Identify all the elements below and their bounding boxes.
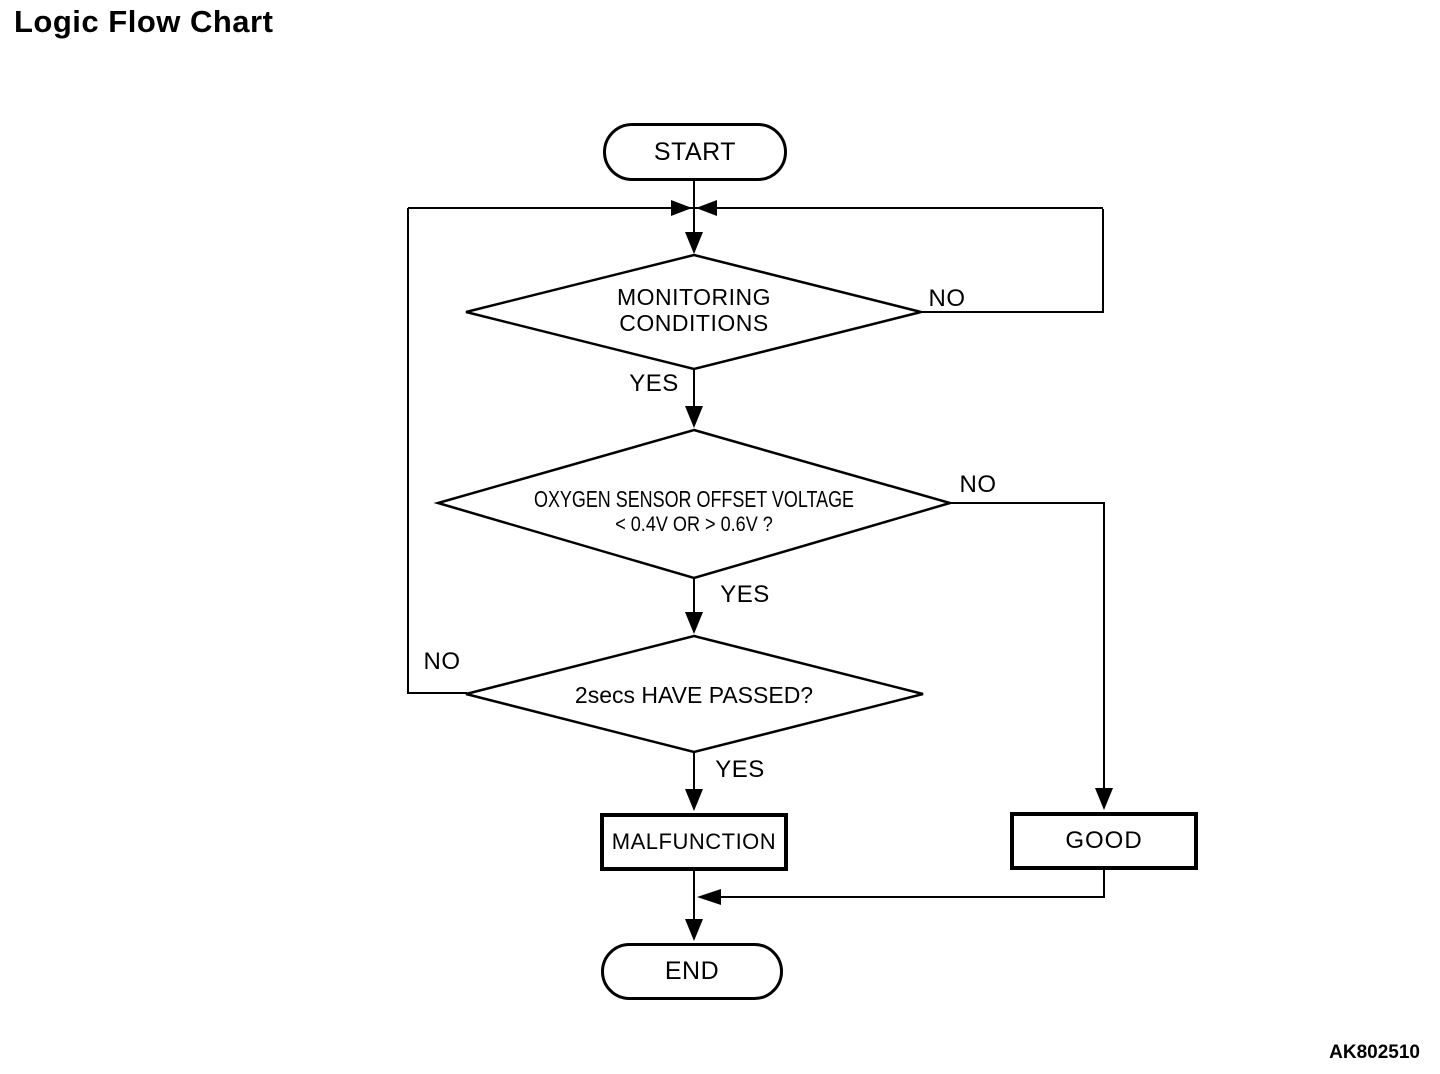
arrowhead-junction-from-left xyxy=(671,200,692,216)
monitoring-yes-label: YES xyxy=(629,370,679,397)
malfunction-node: MALFUNCTION xyxy=(600,813,788,871)
twosecs-decision-diamond xyxy=(465,634,924,754)
page-title: Logic Flow Chart xyxy=(14,4,274,39)
oxygen-no-connector xyxy=(950,502,1105,789)
good-to-end-connector xyxy=(721,870,1105,898)
arrowhead-into-monitoring xyxy=(685,232,703,254)
twosecs-yes-label: YES xyxy=(715,756,765,783)
arrowhead-into-malfunction xyxy=(685,789,703,811)
malfunction-node-label: MALFUNCTION xyxy=(611,829,777,854)
arrowhead-good-merge xyxy=(697,889,721,905)
arrowhead-into-twosecs xyxy=(685,612,703,634)
oxygen-no-label: NO xyxy=(959,471,997,498)
monitoring-decision-label: MONITORING CONDITIONS xyxy=(534,284,854,336)
oxygen-decision-label-line1: OXYGEN SENSOR OFFSET VOLTAGE xyxy=(534,486,854,512)
monitoring-no-right-loop-connector xyxy=(920,209,1104,313)
start-node-label: START xyxy=(653,137,737,166)
monitoring-decision-diamond xyxy=(465,253,922,371)
arrowhead-into-oxygen xyxy=(685,406,703,428)
twosecs-no-left-loop-connector xyxy=(407,208,467,694)
end-node-label: END xyxy=(664,957,720,985)
start-node: START xyxy=(603,123,787,181)
good-node-label: GOOD xyxy=(1065,827,1143,854)
oxygen-decision-label: OXYGEN SENSOR OFFSET VOLTAGE < 0.4V OR >… xyxy=(474,486,914,538)
oxygen-decision-label-line2: < 0.4V OR > 0.6V ? xyxy=(615,513,773,536)
arrowhead-into-good xyxy=(1095,788,1113,810)
twosecs-no-label: NO xyxy=(423,648,461,675)
monitoring-no-label: NO xyxy=(928,285,966,312)
monitoring-decision-label-line1: MONITORING xyxy=(616,284,772,310)
good-node: GOOD xyxy=(1010,812,1198,870)
arrowhead-junction-from-right xyxy=(696,200,717,216)
arrowhead-into-end xyxy=(685,919,703,941)
twosecs-decision-label: 2secs HAVE PASSED? xyxy=(574,682,814,708)
oxygen-decision-diamond xyxy=(433,428,955,580)
figure-code: AK802510 xyxy=(1329,1042,1420,1063)
end-node: END xyxy=(601,943,783,1000)
monitoring-decision-label-line2: CONDITIONS xyxy=(619,310,769,336)
oxygen-yes-label: YES xyxy=(720,581,770,608)
